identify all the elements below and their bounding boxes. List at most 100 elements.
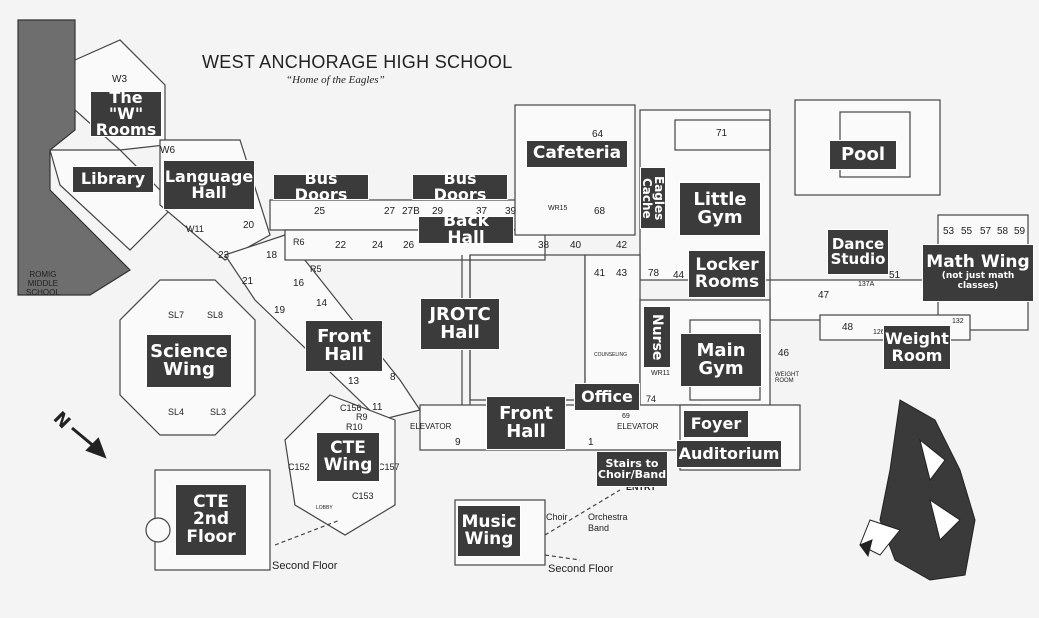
elevator-note-1: ELEVATOR [410,422,452,431]
label-little-gym: Little Gym [679,182,761,236]
room-20: 20 [243,220,255,231]
label-eagles-cache: Eagles Cache [640,167,666,229]
label-back-hall: Back Hall [418,212,514,247]
room-w11: W11 [186,224,204,234]
room-29: 29 [432,206,444,217]
room-24: 24 [372,240,384,251]
room-71: 71 [716,128,728,139]
label-auditorium: Auditorium [676,440,782,468]
room-39: 39 [505,206,517,217]
room-weight-small: WEIGHT ROOM [775,372,799,384]
label-stairs-choir-band: Stairs to Choir/Band [596,451,668,487]
room-r5: R5 [310,264,322,274]
room-41: 41 [594,268,606,279]
room-c156: C156 [340,403,362,413]
room-57: 57 [980,226,992,237]
room-counseling: COUNSELING [594,352,628,358]
room-27b: 27B [402,206,420,217]
room-55: 55 [961,226,973,237]
label-pool: Pool [829,140,897,170]
orchestra-note: Orchestra [588,512,628,522]
room-132: 132 [952,318,964,325]
room-8: 8 [390,372,396,383]
room-46: 46 [778,348,790,359]
cafeteria-block [514,104,636,236]
room-16: 16 [293,278,305,289]
room-48: 48 [842,322,854,333]
room-25: 25 [314,206,326,217]
label-math-wing-subtitle: (not just math classes) [941,270,1015,291]
label-front-hall-left: Front Hall [305,320,383,372]
room-r10: R10 [346,422,363,432]
label-math-wing-title: Math Wing [926,252,1030,273]
label-bus-doors-left: Bus Doors [273,170,369,203]
eagle-mascot-icon [859,399,976,581]
label-office: Office [574,383,640,411]
label-cte-2nd-floor: CTE 2nd Floor [175,484,247,556]
label-jrotc-hall: JROTC Hall [420,298,500,350]
room-lobby: LOBBY [316,505,333,511]
map-title: WEST ANCHORAGE HIGH SCHOOL [202,52,513,72]
label-cte-wing: CTE Wing [316,432,380,482]
label-foyer: Foyer [683,410,749,438]
room-19: 19 [274,305,286,316]
room-22: 22 [335,240,347,251]
room-r9: R9 [356,412,368,422]
romig-note: ROMIG MIDDLE SCHOOL [26,270,60,297]
label-nurse: Nurse [643,306,671,368]
room-26: 26 [403,240,415,251]
room-sl7: SL7 [168,310,185,320]
room-137a: 137A [858,281,875,288]
label-dance-studio: Dance Studio [827,229,889,275]
label-science-wing: Science Wing [146,334,232,388]
room-53: 53 [943,226,955,237]
room-40: 40 [570,240,582,251]
room-18: 18 [266,250,278,261]
room-w3: W3 [112,74,127,85]
room-58: 58 [997,226,1009,237]
room-sl4: SL4 [168,407,185,417]
romig-building [17,19,131,296]
room-c153: C153 [352,491,374,501]
label-language-hall: Language Hall [163,160,255,210]
room-11: 11 [372,402,383,413]
room-wr15: WR15 [548,205,568,212]
room-13: 13 [348,376,360,387]
label-cafeteria: Cafeteria [526,140,628,168]
room-sl3: SL3 [210,407,227,417]
label-w-rooms: The "W" Rooms [90,89,162,138]
label-library: Library [72,166,154,193]
room-sl8: SL8 [207,310,224,320]
second-floor-note-right: Second Floor [548,563,614,575]
room-68: 68 [594,206,606,217]
band-note: Band [588,523,610,533]
room-78: 78 [648,268,660,279]
label-music-wing: Music Wing [457,505,521,557]
room-38: 38 [538,240,550,251]
label-math-wing: Math Wing (not just math classes) [922,244,1034,302]
room-wr11: WR11 [651,370,670,377]
label-front-hall-right: Front Hall [486,396,566,450]
map-subtitle: “Home of the Eagles” [286,74,385,86]
room-59: 59 [1014,226,1026,237]
room-27: 27 [384,206,396,217]
room-9: 9 [455,437,461,448]
room-51: 51 [889,270,901,281]
label-weight-room: Weight Room [883,325,951,370]
label-bus-doors-right: Bus Doors [412,170,508,203]
room-44: 44 [673,270,685,281]
room-64: 64 [592,129,604,140]
north-arrow-icon [71,426,107,459]
room-69: 69 [622,413,630,420]
room-37: 37 [476,206,488,217]
choir-note: Choir [546,512,568,522]
room-14: 14 [316,298,328,309]
second-floor-note-left: Second Floor [272,560,338,572]
room-126: 126 [873,329,885,336]
room-r6: R6 [293,237,305,247]
room-c152: C152 [288,462,310,472]
room-1: 1 [588,437,594,448]
label-main-gym: Main Gym [680,333,762,387]
room-w6: W6 [160,145,175,156]
entry-note: ENTRY [626,482,657,492]
